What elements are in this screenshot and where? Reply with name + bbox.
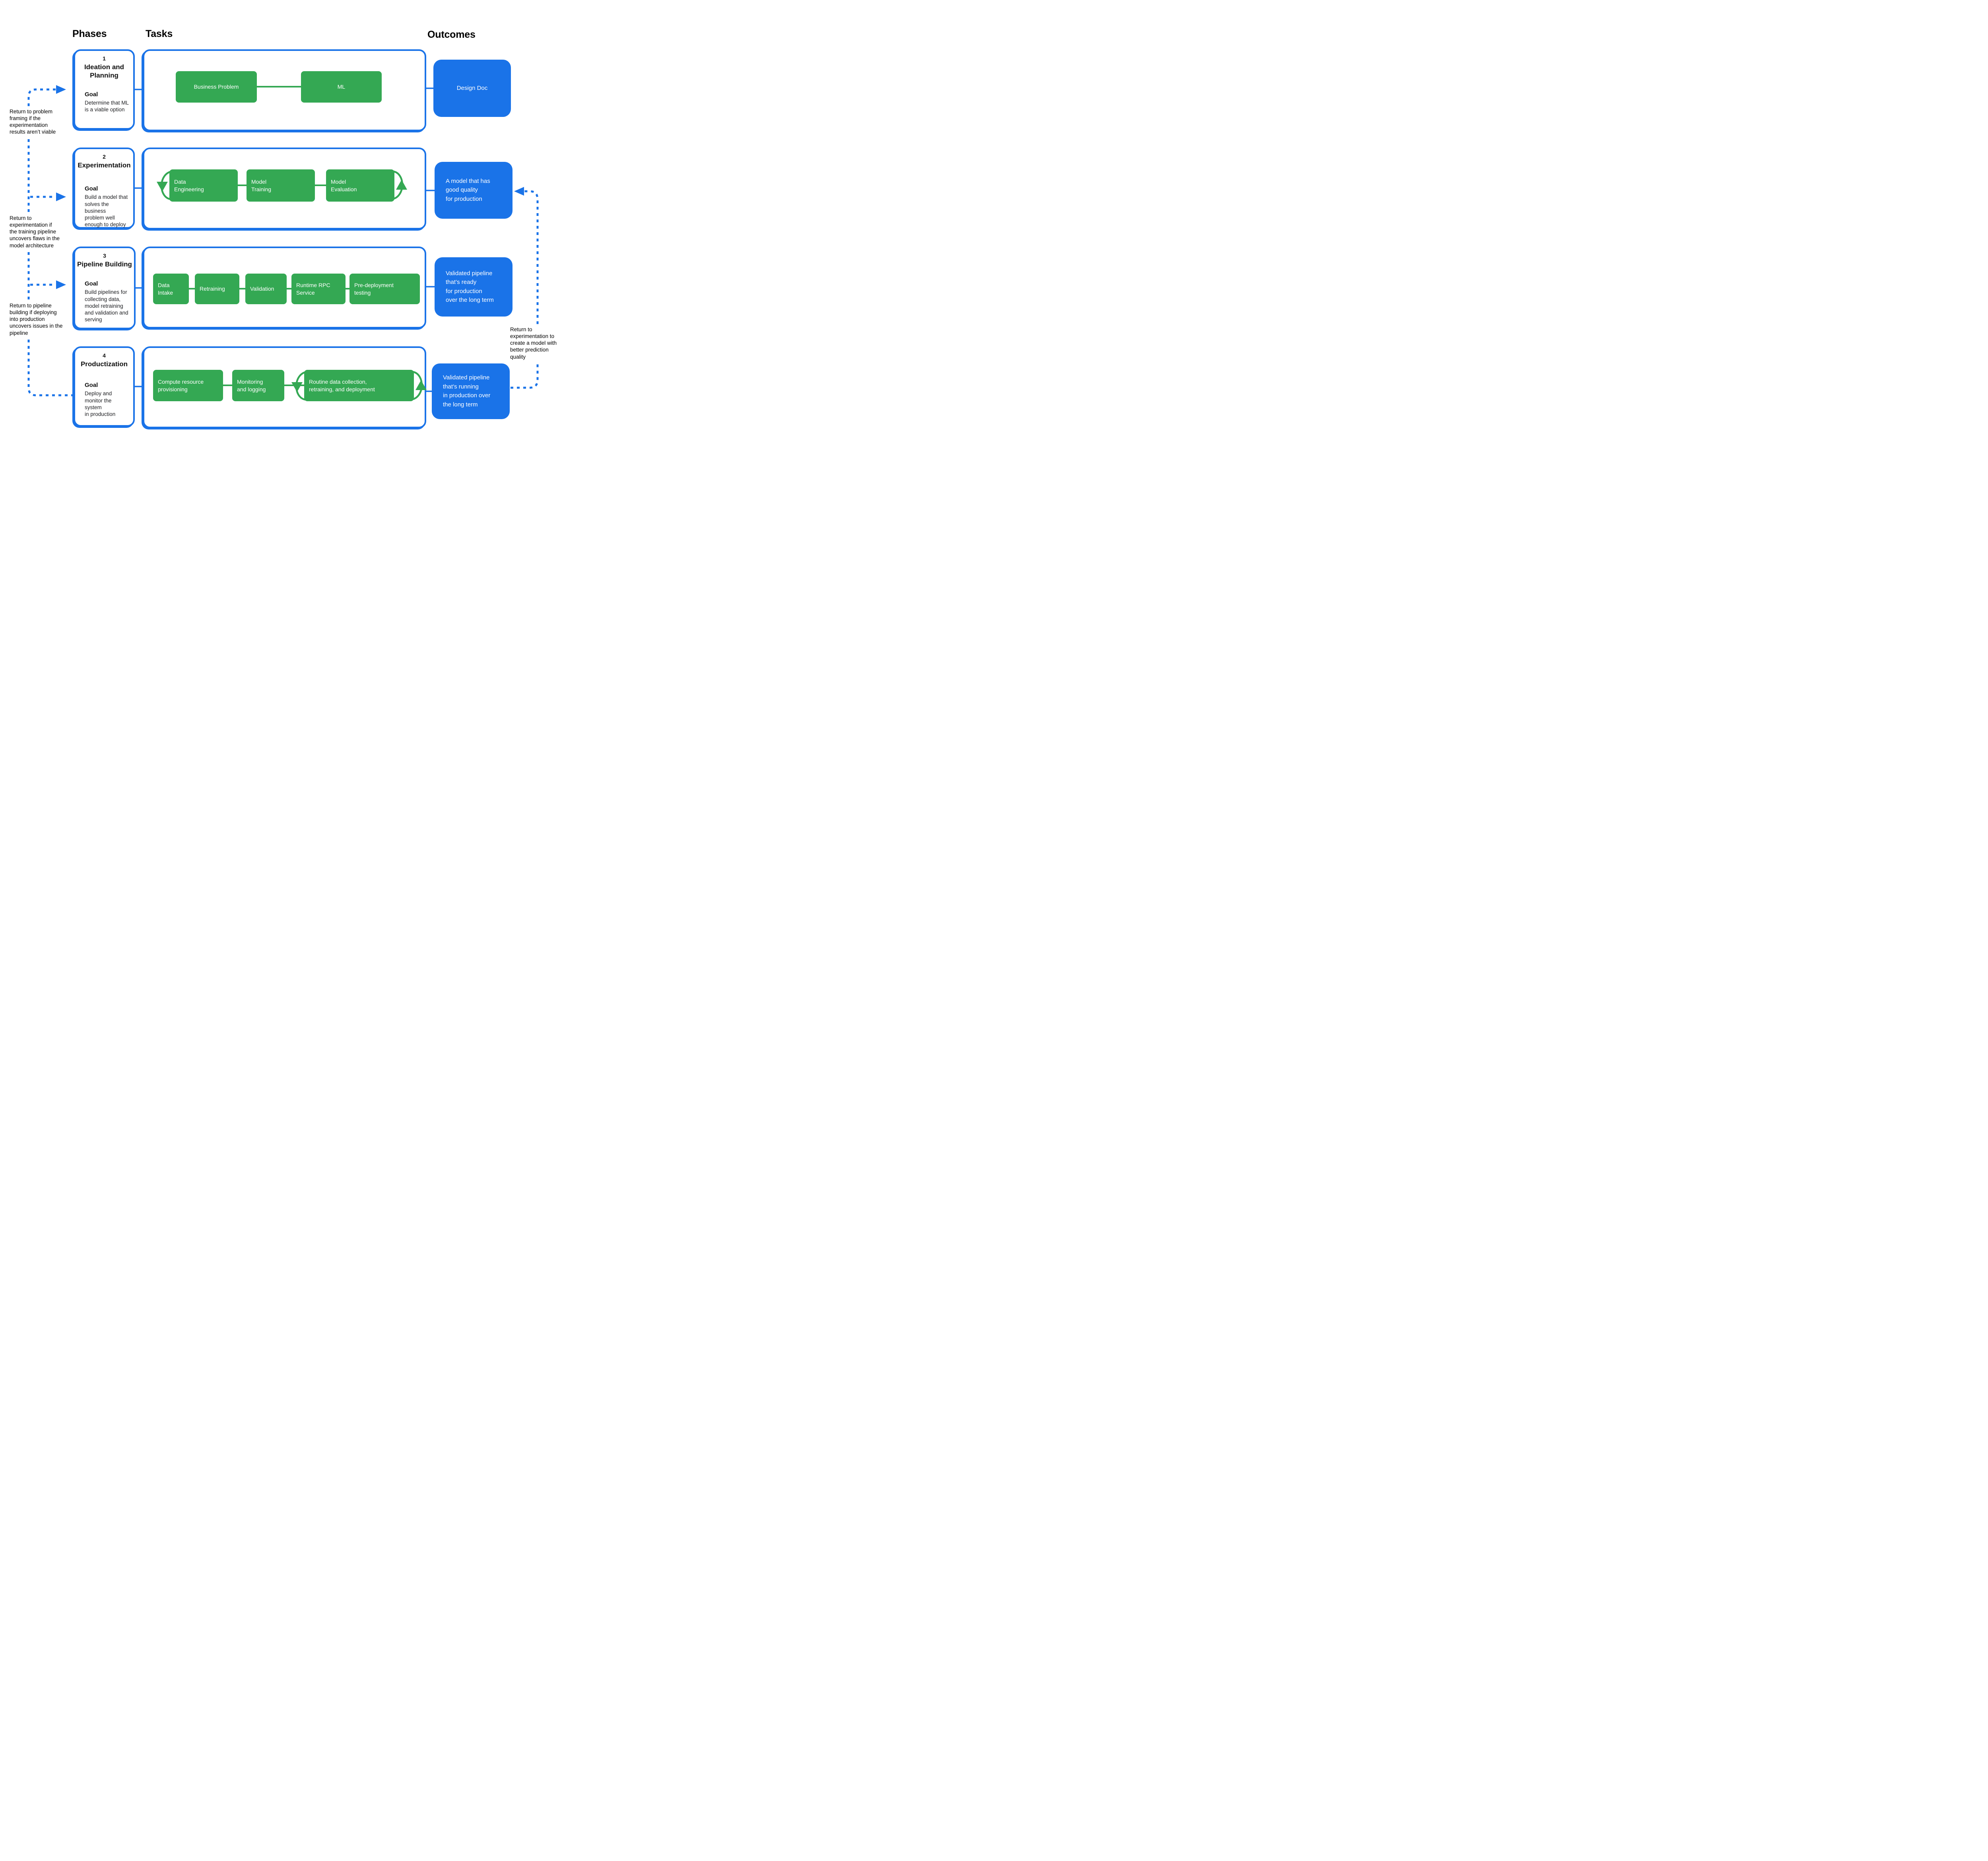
arrow-to-phase3 [56, 280, 66, 289]
phase-number: 4 [103, 352, 106, 359]
ml-lifecycle-diagram: Phases Tasks Outcomes 1 Ideation and Pla… [0, 0, 564, 465]
goal-label: Goal [85, 280, 98, 288]
arrow-to-phase1 [56, 85, 66, 94]
arrow-to-outcome2 [514, 187, 524, 196]
goal-label: Goal [85, 382, 98, 389]
goal-text: Deploy and monitor the system in product… [85, 390, 116, 418]
phase-number: 3 [103, 253, 106, 259]
phase-title: Experimentation [78, 161, 131, 169]
outcome-design-doc: Design Doc [433, 60, 511, 117]
return-path-right-top [524, 190, 539, 324]
tasks-column-header: Tasks [146, 28, 173, 39]
note-return-problem-framing: Return to problem framing if the experim… [10, 108, 64, 136]
outcome-model-quality: A model that has good quality for produc… [435, 162, 513, 219]
phase-title: Productization [80, 360, 128, 368]
task-ml: ML [301, 71, 382, 103]
goal-text: Build a model that solves the business p… [85, 194, 128, 228]
goal-text: Determine that ML is a viable option [85, 99, 129, 113]
task-data-intake: Data Intake [153, 274, 189, 304]
phase-card-productization: 4 Productization Goal Deploy and monitor… [74, 346, 135, 427]
phase-number: 2 [103, 153, 106, 160]
goal-text: Build pipelines for collecting data, mod… [85, 289, 128, 323]
goal-label: Goal [85, 185, 98, 192]
note-return-experimentation-right: Return to experimentation to create a mo… [510, 326, 564, 360]
task-monitoring-and-logging: Monitoring and logging [232, 370, 284, 401]
task-model-evaluation: Model Evaluation [326, 169, 394, 202]
phase-number: 1 [103, 55, 106, 62]
phase-card-experimentation: 2 Experimentation Goal Build a model tha… [74, 148, 135, 229]
arrow-to-phase2 [56, 192, 66, 201]
task-validation: Validation [245, 274, 287, 304]
task-runtime-rpc-service: Runtime RPC Service [291, 274, 346, 304]
outcomes-column-header: Outcomes [427, 29, 476, 40]
note-return-experimentation-left: Return to experimentation if the trainin… [10, 215, 67, 249]
return-path-left-bottom [27, 340, 73, 396]
task-data-engineering: Data Engineering [169, 169, 238, 202]
phase-title: Pipeline Building [77, 260, 132, 268]
phase-title: Ideation and Planning [84, 63, 124, 80]
return-path-right-bottom [511, 364, 539, 389]
return-path-left-top [27, 88, 56, 107]
task-compute-resource-provisioning: Compute resource provisioning [153, 370, 223, 401]
task-model-training: Model Training [247, 169, 315, 202]
phase-card-ideation-planning: 1 Ideation and Planning Goal Determine t… [74, 49, 135, 130]
task-pre-deployment-testing: Pre-deployment testing [349, 274, 420, 304]
outcome-pipeline-ready: Validated pipeline that’s ready for prod… [435, 257, 513, 317]
note-return-pipeline-building: Return to pipeline building if deploying… [10, 302, 70, 336]
task-business-problem: Business Problem [176, 71, 257, 103]
phases-column-header: Phases [72, 28, 107, 39]
phase-card-pipeline-building: 3 Pipeline Building Goal Build pipelines… [74, 247, 136, 329]
task-routine-data-collection: Routine data collection, retraining, and… [304, 370, 414, 401]
task-retraining: Retraining [195, 274, 239, 304]
outcome-pipeline-running: Validated pipeline that’s running in pro… [432, 363, 510, 419]
goal-label: Goal [85, 91, 98, 98]
